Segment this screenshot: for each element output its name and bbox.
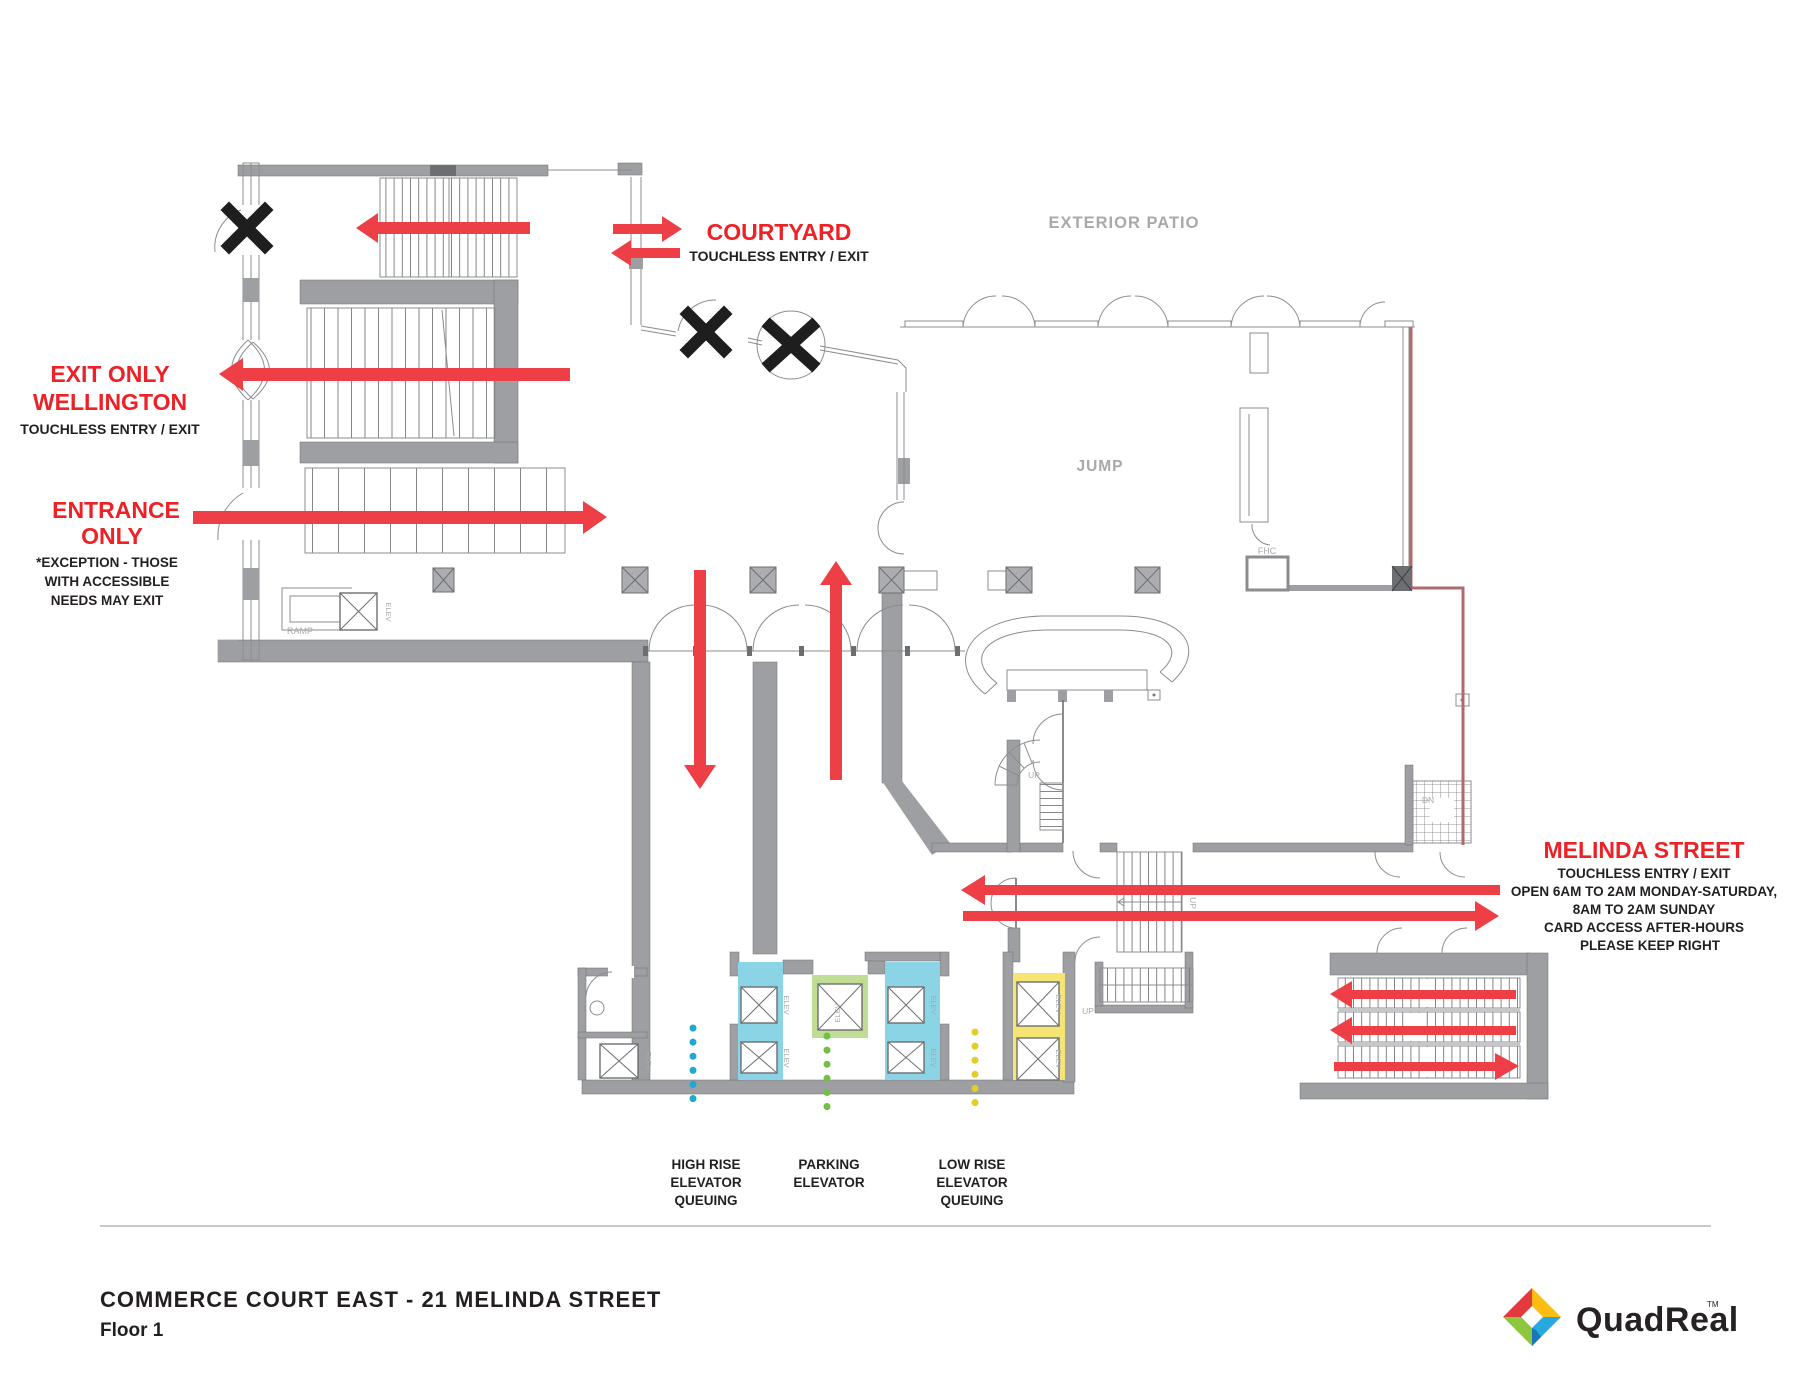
elevator-cab	[887, 1041, 925, 1074]
fhc-cabinet	[1245, 555, 1290, 592]
arrow-courtyard-exit	[611, 240, 680, 266]
low-rise-label-1: LOW RISE	[939, 1157, 1006, 1172]
elev-label: ELEV	[644, 1051, 653, 1070]
jump-label: JUMP	[1076, 458, 1123, 475]
elevator-cabs	[339, 592, 1060, 1081]
logo-red-edge	[1503, 1288, 1532, 1317]
low-rise-label-3: QUEUING	[940, 1193, 1003, 1208]
entrance-note2: WITH ACCESSIBLE	[45, 574, 170, 589]
elev-label: ELEV	[782, 995, 791, 1014]
logo-wordmark: QuadReal	[1576, 1301, 1739, 1339]
entrance-line1: ENTRANCE	[52, 497, 180, 523]
high-rise-label-2: ELEVATOR	[670, 1175, 742, 1190]
courtyard-sub: TOUCHLESS ENTRY / EXIT	[689, 248, 869, 264]
column	[878, 566, 905, 594]
closed-door-x	[679, 305, 733, 359]
arrow-bank-west-1	[1330, 981, 1516, 1008]
column	[621, 566, 649, 594]
closed-door-marks	[220, 201, 821, 373]
plan-labels: RAMP FHC UP UP UP DN ELEV ELEV ELEV ELEV…	[287, 546, 1434, 1071]
entrance-note1: *EXCEPTION - THOSE	[36, 555, 178, 570]
elevator-cab	[740, 986, 778, 1024]
accent-path	[1409, 327, 1465, 845]
logo-tm: TM	[1707, 1300, 1719, 1309]
melinda-line4: CARD ACCESS AFTER-HOURS	[1544, 920, 1744, 935]
elevator-cab	[339, 592, 378, 631]
elevator-cab	[1016, 1037, 1060, 1081]
arrow-bank-east	[1334, 1053, 1519, 1080]
parking-label-2: ELEVATOR	[793, 1175, 865, 1190]
entrance-line2: ONLY	[81, 523, 143, 549]
arrow-bank-west-2	[1330, 1017, 1516, 1044]
quadreal-logo: QuadReal TM	[1493, 1283, 1739, 1346]
elev-label: ELEV	[384, 602, 393, 621]
exterior-patio-label: EXTERIOR PATIO	[1049, 214, 1200, 232]
melinda-line3: 8AM TO 2AM SUNDAY	[1573, 902, 1716, 917]
flow-arrows	[193, 213, 1519, 1080]
footer-title: COMMERCE COURT EAST - 21 MELINDA STREET	[100, 1287, 661, 1312]
elev-label: ELEV	[1054, 1049, 1063, 1068]
column	[1391, 565, 1413, 592]
melinda-line5: PLEASE KEEP RIGHT	[1580, 938, 1721, 953]
elev-label: ELEV	[833, 1003, 842, 1022]
elevator-cab	[1016, 981, 1060, 1027]
elev-label: ELEV	[929, 1048, 938, 1067]
dn-label: DN	[1422, 795, 1434, 805]
footer-floor: Floor 1	[100, 1320, 164, 1341]
column	[1005, 566, 1033, 594]
melinda-line1: TOUCHLESS ENTRY / EXIT	[1557, 866, 1731, 881]
closed-door-x	[220, 201, 274, 255]
ramp-label: RAMP	[287, 626, 313, 636]
up-label: UP	[1188, 897, 1198, 909]
logo-yellow-edge	[1532, 1288, 1561, 1317]
logo-darkblue-corner	[1532, 1328, 1541, 1346]
arrow-stair-west	[356, 213, 530, 243]
up-label: UP	[1082, 1006, 1094, 1016]
arrow-courtyard-entry	[613, 216, 682, 242]
logo-swoosh-cut	[1493, 1283, 1517, 1307]
arrow-melinda-west	[961, 875, 1500, 905]
walls	[217, 162, 1549, 1100]
closed-door-x	[761, 317, 821, 373]
courtyard-title: COURTYARD	[707, 219, 852, 245]
high-rise-label-1: HIGH RISE	[671, 1157, 740, 1172]
column	[749, 566, 777, 594]
columns	[432, 565, 1413, 594]
entrance-note3: NEEDS MAY EXIT	[51, 593, 164, 608]
wellington-line1: EXIT ONLY	[50, 361, 169, 387]
annotations: COURTYARD TOUCHLESS ENTRY / EXIT EXIT ON…	[20, 214, 1777, 1208]
elev-label: ELEV	[782, 1048, 791, 1067]
arrow-wellington-exit	[219, 358, 570, 391]
melinda-title: MELINDA STREET	[1543, 837, 1744, 863]
arrow-entrance-only	[193, 501, 607, 534]
high-rise-label-3: QUEUING	[674, 1193, 737, 1208]
column	[1134, 566, 1161, 594]
column	[432, 567, 455, 593]
wellington-sub: TOUCHLESS ENTRY / EXIT	[20, 421, 200, 437]
parking-label-1: PARKING	[798, 1157, 859, 1172]
up-label: UP	[1028, 770, 1040, 780]
footer: COMMERCE COURT EAST - 21 MELINDA STREET …	[100, 1225, 1739, 1346]
arrow-lobby-south	[684, 570, 716, 789]
elev-label: ELEV	[1054, 994, 1063, 1013]
arrow-lobby-north	[820, 561, 852, 780]
logo-green-edge	[1503, 1317, 1532, 1346]
elevator-cab	[887, 986, 925, 1024]
wellington-line2: WELLINGTON	[33, 389, 187, 415]
elevator-cab	[817, 983, 863, 1031]
queue-lines	[689, 1024, 979, 1112]
elevator-cab	[599, 1043, 639, 1079]
fhc-label: FHC	[1258, 546, 1277, 556]
elev-label: ELEV	[929, 995, 938, 1014]
arrow-melinda-east	[963, 901, 1499, 931]
melinda-line2: OPEN 6AM TO 2AM MONDAY-SATURDAY,	[1511, 884, 1777, 899]
low-rise-label-2: ELEVATOR	[936, 1175, 1008, 1190]
elevator-cab	[740, 1041, 778, 1074]
stair-lower	[304, 467, 566, 554]
